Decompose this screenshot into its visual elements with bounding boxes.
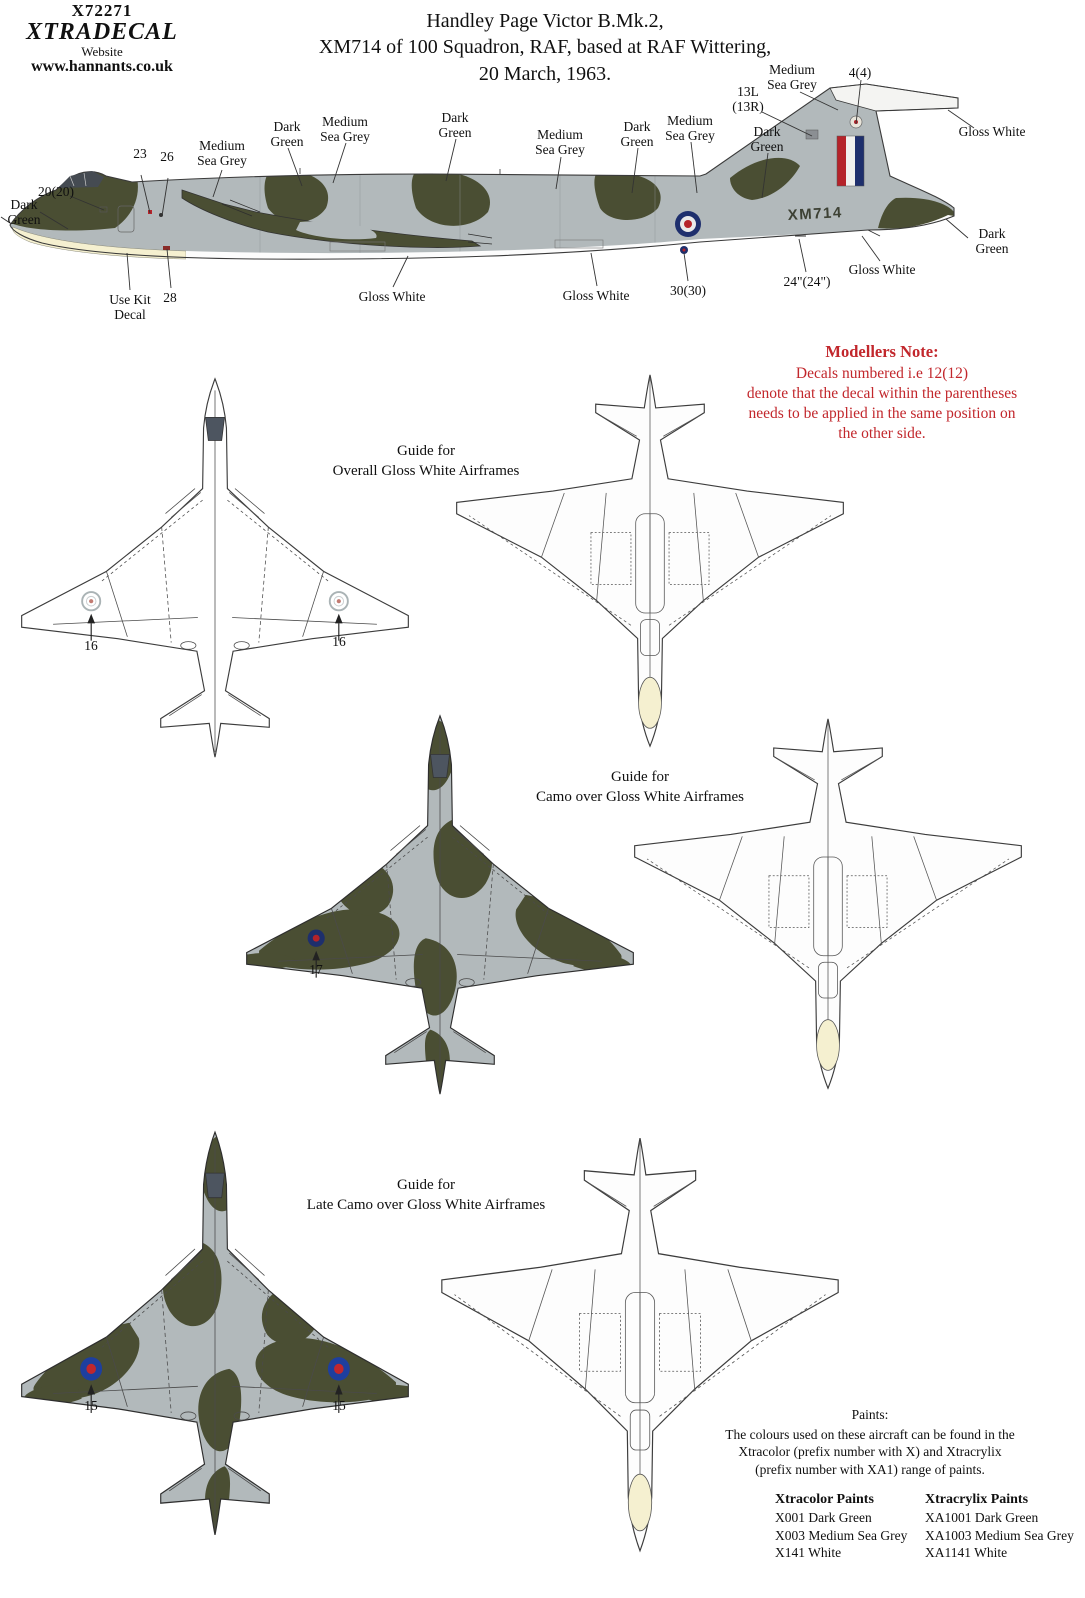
callout-30-30: 30(30) — [670, 283, 706, 298]
serial-code: XM714 — [787, 204, 843, 224]
callout-24in: 24"(24") — [783, 274, 831, 289]
callout-26: 26 — [160, 149, 174, 164]
color-label-dark-green-1: Dark Green — [270, 119, 304, 150]
guide-caption-1: Guide for Overall Gloss White Airframes — [332, 443, 520, 479]
paint-item: X001 Dark Green — [775, 1510, 872, 1526]
color-label-medium-sea-grey-1: Medium Sea Grey — [197, 138, 247, 169]
callout-13l-13r: 13L (13R) — [732, 84, 764, 115]
wing-roundel-camo-left — [307, 929, 325, 947]
decal-number-17: 17 — [309, 962, 323, 977]
color-label-gloss-white-tail: Gloss White — [958, 124, 1026, 139]
guide-caption-3: Guide for Late Camo over Gloss White Air… — [306, 1177, 546, 1213]
color-label-gloss-white-3: Gloss White — [848, 262, 916, 277]
callout-20-20: 20(20) — [38, 184, 74, 199]
xtradecal-logo: X72271 XTRADECAL Website www.hannants.co… — [8, 2, 196, 75]
paints-note: Paints: The colours used on these aircra… — [680, 1406, 1060, 1478]
xtracolor-heading: Xtracolor Paints — [775, 1492, 874, 1507]
decal-number-15-left: 15 — [84, 1398, 98, 1413]
color-label-medium-sea-grey-2: Medium Sea Grey — [320, 114, 370, 145]
belly-gloss-white — [186, 215, 954, 260]
paint-item: XA1001 Dark Green — [925, 1510, 1039, 1526]
paints-body: The colours used on these aircraft can b… — [725, 1426, 1015, 1477]
paint-item: X141 White — [775, 1545, 842, 1561]
wing-side-view — [181, 189, 493, 248]
fuselage-roundel — [675, 211, 701, 237]
brand-name: XTRADECAL — [26, 18, 178, 45]
color-label-dark-green-tail: Dark Green — [975, 226, 1009, 257]
decal-number-15-right: 15 — [332, 1398, 346, 1413]
paint-item: X003 Medium Sea Grey — [775, 1527, 908, 1543]
nose-underside-cream — [12, 226, 187, 260]
xtracrylix-column: Xtracrylix Paints XA1001 Dark Green XA10… — [925, 1491, 1075, 1562]
modellers-note-title: Modellers Note: — [825, 342, 939, 361]
callout-28: 28 — [163, 290, 177, 305]
title-line-2: XM714 of 100 Squadron, RAF, based at RAF… — [318, 36, 772, 59]
guide-caption-2: Guide for Camo over Gloss White Airframe… — [535, 769, 744, 805]
website-label: Website — [81, 44, 123, 60]
color-label-medium-sea-grey-4: Medium Sea Grey — [665, 113, 715, 144]
canopy-frames — [69, 172, 87, 187]
color-label-dark-green-3: Dark Green — [620, 119, 654, 150]
fuselage-camo-pattern — [10, 155, 954, 260]
title-line-3: 20 March, 1963. — [478, 62, 612, 85]
modellers-note: Modellers Note: Decals numbered i.e 12(1… — [714, 342, 1050, 445]
color-label-medium-sea-grey-5: Medium Sea Grey — [767, 62, 817, 93]
top-view-gloss-white — [21, 378, 409, 758]
decal-number-16-left: 16 — [84, 638, 98, 653]
top-view-late-camo — [21, 1131, 409, 1536]
color-label-dark-green-2: Dark Green — [438, 110, 472, 141]
callout-use-kit-decal: Use Kit Decal — [109, 292, 151, 323]
wing-roundel-bold-right — [327, 1357, 350, 1381]
canopy-windows — [58, 171, 104, 188]
fuselage-outline — [9, 83, 959, 260]
modellers-note-body: Decals numbered i.e 12(12) denote that t… — [746, 365, 1018, 443]
color-label-gloss-white-2: Gloss White — [562, 288, 630, 303]
top-view-camo — [246, 715, 634, 1095]
sheet-title: Handley Page Victor B.Mk.2, XM714 of 100… — [215, 8, 875, 87]
callout-4-4: 4(4) — [848, 65, 872, 80]
xtracrylix-heading: Xtracrylix Paints — [925, 1492, 1029, 1507]
website-url: www.hannants.co.uk — [31, 57, 173, 75]
callout-23: 23 — [133, 146, 147, 161]
underside-view-2 — [634, 718, 1022, 1089]
wing-roundel-bold-left — [80, 1357, 103, 1381]
title-line-1: Handley Page Victor B.Mk.2, — [426, 10, 664, 32]
paint-columns: Xtracolor Paints X001 Dark Green X003 Me… — [775, 1491, 1075, 1562]
paint-item: XA1141 White — [925, 1545, 1008, 1561]
color-label-medium-sea-grey-3: Medium Sea Grey — [535, 127, 585, 158]
xtracolor-column: Xtracolor Paints X001 Dark Green X003 Me… — [775, 1491, 925, 1562]
side-profile-drawing: XM714 — [0, 83, 959, 260]
color-label-gloss-white-1: Gloss White — [358, 289, 426, 304]
paint-item: XA1003 Medium Sea Grey — [925, 1527, 1074, 1543]
fin-flash — [836, 135, 865, 187]
paints-title: Paints: — [851, 1407, 889, 1422]
color-label-dark-green-nose: Dark Green — [7, 197, 41, 228]
underside-view-1 — [456, 374, 844, 747]
product-code: X72271 — [71, 1, 133, 20]
stencil-marks — [0, 168, 881, 254]
color-label-dark-green-4: Dark Green — [750, 124, 784, 155]
leader-lines — [39, 79, 975, 291]
decal-number-16-right: 16 — [332, 634, 346, 649]
tail-decal-13l — [805, 129, 819, 140]
